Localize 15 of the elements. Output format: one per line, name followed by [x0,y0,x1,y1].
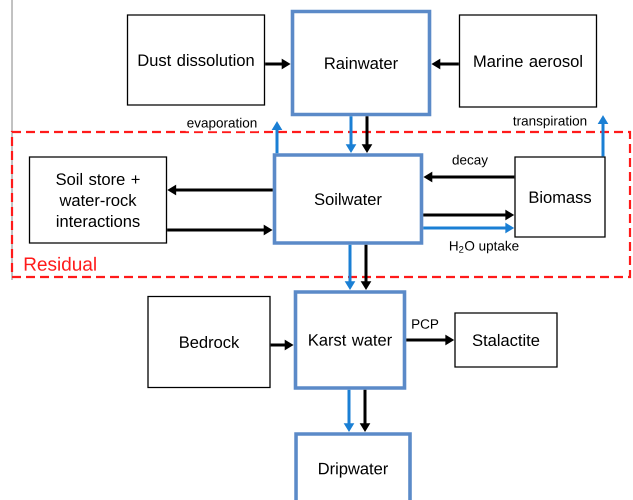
water-pool-box: Dripwater [294,432,412,500]
edge-label: decay [450,154,489,168]
edge-label: PCP [410,318,440,330]
process-box: Biomass [514,156,606,238]
process-box: Dust dissolution [126,14,266,106]
water-pool-box: Karst water [294,290,406,390]
process-box: Soil store + water-rock interactions [28,156,168,244]
edge-label: evaporation [186,116,258,132]
edge-label: transpiration [512,114,588,130]
process-box: Marine aerosol [458,14,598,108]
water-pool-box: Rainwater [290,10,432,116]
water-pool-box: Soilwater [272,153,424,245]
process-box: Stalactite [454,312,558,368]
process-box: Bedrock [147,296,271,388]
edge-label: H$_{2}$O uptake [448,240,520,254]
